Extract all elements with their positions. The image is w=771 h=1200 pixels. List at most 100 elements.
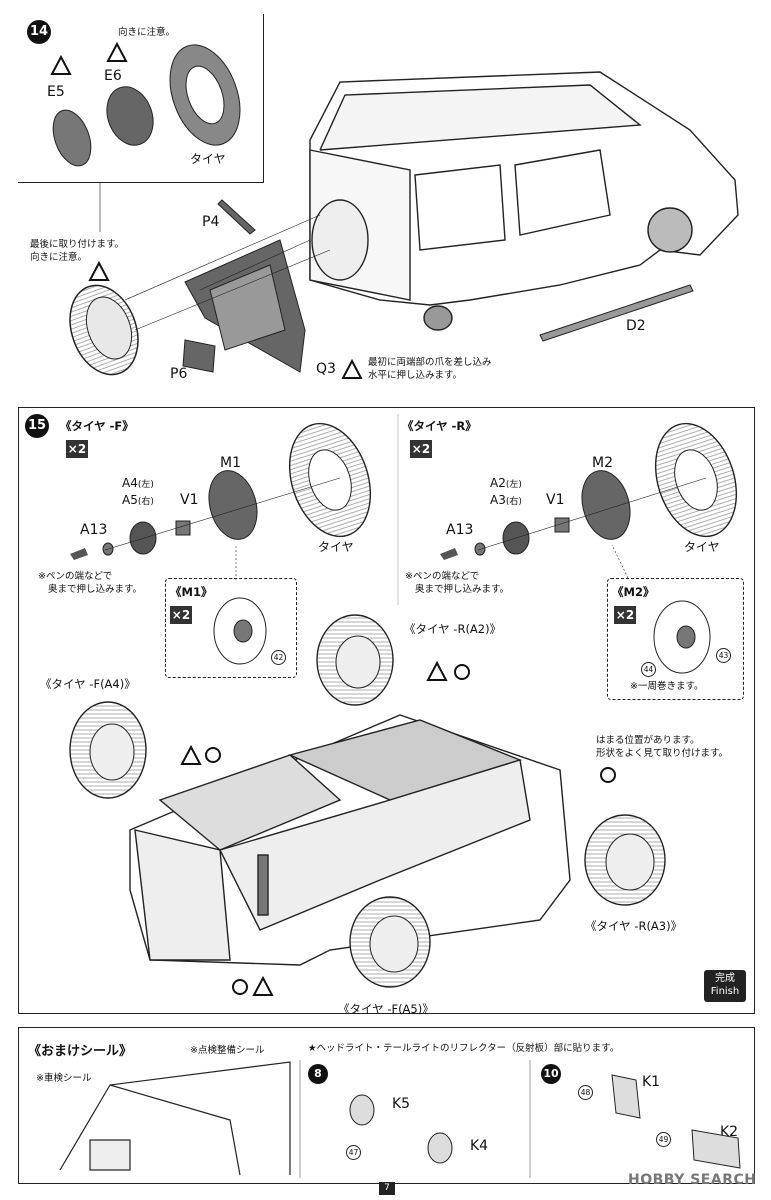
finish-en: Finish [710, 986, 740, 997]
car-body-rear [309, 71, 739, 331]
m2-inset-frame [607, 578, 744, 700]
part-a3-label: A3(右) [490, 493, 522, 507]
m1-inset-frame [165, 578, 297, 678]
wrap-note: ※一周巻きます。 [630, 681, 704, 692]
watermark: HOBBY SEARCH [628, 1172, 757, 1188]
step-10-number: 10 [541, 1064, 561, 1084]
part-d2-label: D2 [626, 318, 646, 334]
part-a4: A4 [122, 476, 138, 490]
tire-label-inset: タイヤ [190, 152, 226, 166]
q3-note-line1: 最初に両端部の爪を差し込み [368, 357, 492, 368]
inspection-sticker-label: ※点検整備シール [190, 1045, 265, 1056]
part-a4-side: (左) [137, 480, 154, 490]
tire-front-title: 《タイヤ -F》 [60, 419, 134, 433]
m2-inset-title: 《M2》 [612, 585, 655, 599]
part-p4 [217, 199, 256, 235]
m1-inset-title: 《M1》 [170, 585, 213, 599]
bonus-k1-k2-parts [611, 1074, 741, 1169]
part-m2-label: M2 [592, 455, 613, 471]
last-attach-note-line1: 最後に取り付けます。 [30, 239, 125, 250]
sticker-42-badge: 42 [271, 650, 286, 665]
reflector-note: ★ヘッドライト・テールライトのリフレクター（反射板）部に貼ります。 [308, 1043, 620, 1054]
part-a13-label-front: A13 [80, 522, 108, 538]
sticker-43-badge: 43 [716, 648, 731, 663]
orientation-icon [180, 660, 616, 996]
step-14-guide-lines [99, 182, 331, 331]
tire-rear-count-badge: ×2 [410, 440, 432, 458]
part-v1-label-rear: V1 [546, 492, 565, 508]
step-15-frame [18, 407, 755, 1014]
part-p4-label: P4 [202, 214, 220, 230]
vehicle-sticker-label: ※車検シール [36, 1073, 92, 1084]
part-a2-label: A2(左) [490, 476, 522, 490]
step-15-guide-lines [235, 544, 629, 580]
part-a4-label: A4(左) [122, 476, 154, 490]
last-attach-note-line2: 向きに注意。 [30, 252, 88, 263]
step-14-number: 14 [27, 20, 51, 44]
fit-note-line1: はまる位置があります。 [596, 735, 700, 746]
m2-inset-count-badge: ×2 [614, 606, 636, 624]
pen-note-rear-line2: 奥まで押し込みます。 [415, 584, 510, 595]
finish-jp: 完成 [715, 973, 735, 984]
pen-note-front-line1: ※ペンの端などで [38, 571, 113, 582]
part-p6-label: P6 [170, 366, 188, 382]
side-step-d2 [539, 284, 694, 342]
pen-note-front-line2: 奥まで押し込みます。 [48, 584, 143, 595]
part-m1-label: M1 [220, 455, 241, 471]
spare-tire-inset [52, 44, 241, 167]
pen-note-rear: ※ペンの端などで 奥まで押し込みます。 [405, 570, 509, 596]
tire-front-count-badge: ×2 [66, 440, 88, 458]
part-a2: A2 [490, 476, 506, 490]
tire-label-front: タイヤ [318, 540, 354, 554]
car-wheels [69, 614, 666, 988]
license-plate-p6 [182, 339, 216, 373]
bonus-car-sketch [59, 1061, 291, 1176]
sticker-44-badge: 44 [641, 662, 656, 677]
finish-badge: 完成 Finish [704, 970, 746, 1002]
q3-note: 最初に両端部の爪を差し込み 水平に押し込みます。 [368, 356, 492, 382]
callout-rear-a3: 《タイヤ -R(A3)》 [585, 919, 683, 933]
rear-tire-exploded [440, 422, 738, 560]
sticker-49-badge: 49 [656, 1132, 671, 1147]
part-a2-side: (左) [505, 480, 522, 490]
page-number: 7 [379, 1182, 395, 1195]
tire-label-rear: タイヤ [684, 540, 720, 554]
part-a13-label-rear: A13 [446, 522, 474, 538]
callout-front-a4: 《タイヤ -F(A4)》 [40, 677, 136, 691]
step-14-inset-note: 向きに注意。 [118, 27, 176, 38]
callout-front-a5: 《タイヤ -F(A5)》 [338, 1002, 434, 1016]
part-a5: A5 [122, 493, 138, 507]
step-15-number: 15 [25, 414, 49, 438]
part-k1-label: K1 [642, 1074, 661, 1090]
bonus-k4-k5-parts [349, 1094, 453, 1164]
part-q3-label: Q3 [316, 361, 336, 377]
q3-note-line2: 水平に押し込みます。 [368, 370, 463, 381]
part-a3-side: (右) [505, 497, 522, 507]
part-a5-side: (右) [137, 497, 154, 507]
part-k4-label: K4 [470, 1138, 489, 1154]
fit-note-line2: 形状をよく見て取り付けます。 [596, 748, 729, 759]
fit-note: はまる位置があります。 形状をよく見て取り付けます。 [596, 734, 728, 760]
part-e6-label: E6 [104, 68, 122, 84]
part-e5-label: E5 [47, 84, 65, 100]
callout-rear-a2: 《タイヤ -R(A2)》 [404, 622, 502, 636]
tire-rear-title: 《タイヤ -R》 [402, 419, 477, 433]
last-attach-note: 最後に取り付けます。 向きに注意。 [30, 238, 124, 264]
sticker-48-badge: 48 [578, 1085, 593, 1100]
bonus-sticker-title: 《おまけシール》 [28, 1044, 133, 1059]
sticker-47-badge: 47 [346, 1145, 361, 1160]
rear-tire-inset-wheel [653, 600, 711, 674]
part-v1-label-front: V1 [180, 492, 199, 508]
part-a5-label: A5(右) [122, 493, 154, 507]
m1-inset-count-badge: ×2 [170, 606, 192, 624]
spare-tire [69, 284, 139, 376]
car-underside [129, 714, 571, 966]
part-k5-label: K5 [392, 1096, 411, 1112]
pen-note-front: ※ペンの端などで 奥まで押し込みます。 [38, 570, 142, 596]
rear-bumper-q3 [184, 239, 306, 373]
front-tire-exploded [70, 422, 372, 560]
warning-icon [50, 41, 363, 379]
front-tire-inset-wheel [213, 597, 267, 665]
part-a3: A3 [490, 493, 506, 507]
